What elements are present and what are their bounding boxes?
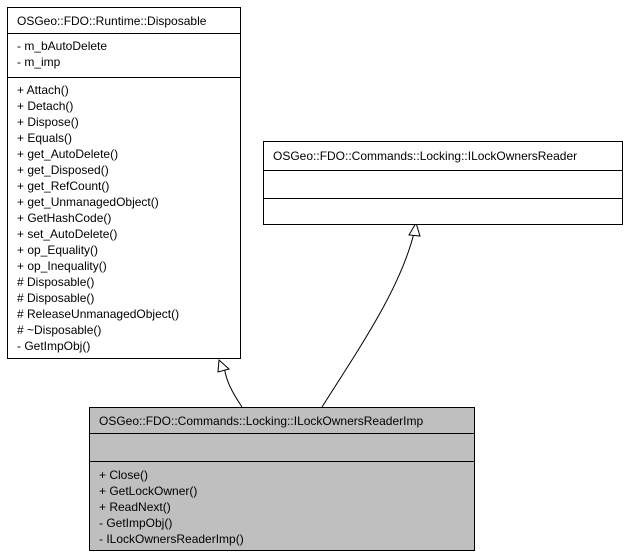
class-operation: + GetHashCode()	[17, 211, 112, 225]
class-ilockownersreaderimp-title: OSGeo::FDO::Commands::Locking::ILockOwne…	[90, 408, 474, 434]
arrowhead-disposable	[217, 358, 231, 373]
class-operation: + get_UnmanagedObject()	[17, 195, 159, 209]
class-operation: + op_Equality()	[17, 243, 99, 257]
class-ilockownersreader-attributes	[264, 171, 622, 199]
class-attribute: - m_imp	[17, 55, 61, 69]
class-operation: + ReadNext()	[99, 500, 171, 514]
class-operation: + Attach()	[17, 83, 69, 97]
class-operation: + Close()	[99, 468, 149, 482]
class-ilockownersreaderimp-name: OSGeo::FDO::Commands::Locking::ILockOwne…	[99, 413, 424, 428]
class-operation: + set_AutoDelete()	[17, 227, 118, 241]
class-disposable-title: OSGeo::FDO::Runtime::Disposable	[8, 8, 240, 34]
edge-imp-to-reader	[321, 232, 415, 408]
class-operation: # ~Disposable()	[17, 323, 102, 337]
class-operation: + op_Inequality()	[17, 259, 107, 273]
class-operation: + Equals()	[17, 131, 73, 145]
class-disposable-name: OSGeo::FDO::Runtime::Disposable	[17, 13, 207, 28]
class-ilockownersreader-operations	[264, 199, 622, 203]
edge-imp-to-disposable	[223, 365, 243, 408]
class-ilockownersreaderimp: OSGeo::FDO::Commands::Locking::ILockOwne…	[89, 407, 475, 551]
class-operation: + get_AutoDelete()	[17, 147, 119, 161]
class-ilockownersreader: OSGeo::FDO::Commands::Locking::ILockOwne…	[263, 141, 623, 225]
class-operation: - GetImpObj()	[99, 516, 173, 530]
class-operation: # Disposable()	[17, 275, 95, 289]
class-disposable-operations: + Attach() + Detach() + Dispose() + Equals(…	[8, 78, 240, 354]
class-operation: # Disposable()	[17, 291, 95, 305]
class-ilockownersreader-title: OSGeo::FDO::Commands::Locking::ILockOwne…	[264, 142, 622, 171]
class-disposable-attributes: - m_bAutoDelete - m_imp	[8, 34, 240, 78]
class-operation: # ReleaseUnmanagedObject()	[17, 307, 180, 321]
class-operation: - GetImpObj()	[17, 339, 91, 353]
class-operation: + get_Disposed()	[17, 163, 109, 177]
class-operation: + get_RefCount()	[17, 179, 110, 193]
class-operation: + Detach()	[17, 99, 74, 113]
class-operation: - ILockOwnersReaderImp()	[99, 532, 244, 546]
class-attribute: - m_bAutoDelete	[17, 39, 108, 53]
arrowhead-reader	[408, 221, 421, 237]
class-ilockownersreaderimp-operations: + Close() + GetLockOwner() + ReadNext() - G…	[90, 462, 474, 547]
class-disposable: OSGeo::FDO::Runtime::Disposable - m_bAut…	[7, 7, 241, 359]
class-ilockownersreaderimp-attributes	[90, 434, 474, 462]
class-operation: + Dispose()	[17, 115, 79, 129]
class-operation: + GetLockOwner()	[99, 484, 198, 498]
class-ilockownersreader-name: OSGeo::FDO::Commands::Locking::ILockOwne…	[273, 149, 578, 163]
